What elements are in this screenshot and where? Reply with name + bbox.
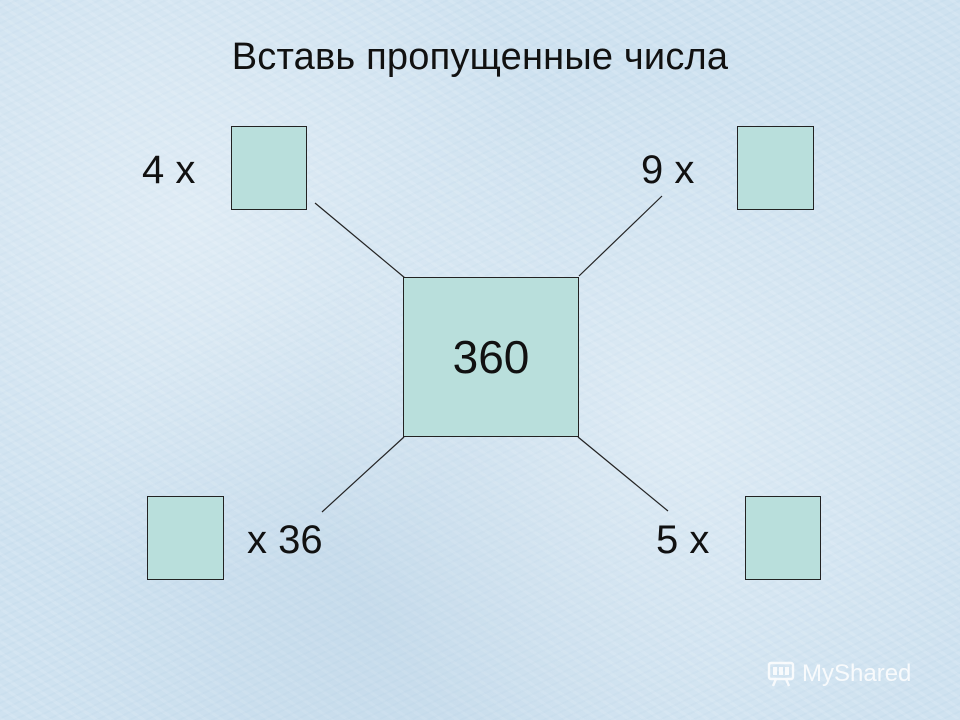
presentation-icon	[767, 661, 795, 687]
center-value-box: 360	[403, 277, 579, 437]
connector-bottom-left	[321, 436, 405, 513]
connector-top-left	[314, 202, 406, 279]
answer-box-bottom-left[interactable]	[147, 496, 224, 580]
answer-box-bottom-right[interactable]	[745, 496, 821, 580]
connector-bottom-right	[577, 436, 669, 512]
factor-label-top-left: 4 x	[142, 148, 196, 192]
page-title: Вставь пропущенные числа	[231, 36, 729, 78]
watermark: MyShared	[766, 656, 911, 692]
connector-top-right	[578, 195, 663, 277]
answer-box-top-right[interactable]	[737, 126, 814, 210]
factor-label-bottom-left: x 36	[247, 518, 323, 562]
answer-box-top-left[interactable]	[231, 126, 307, 210]
watermark-text: MyShared	[802, 660, 912, 687]
factor-label-top-right: 9 x	[641, 148, 695, 192]
factor-label-bottom-right: 5 x	[656, 518, 710, 562]
